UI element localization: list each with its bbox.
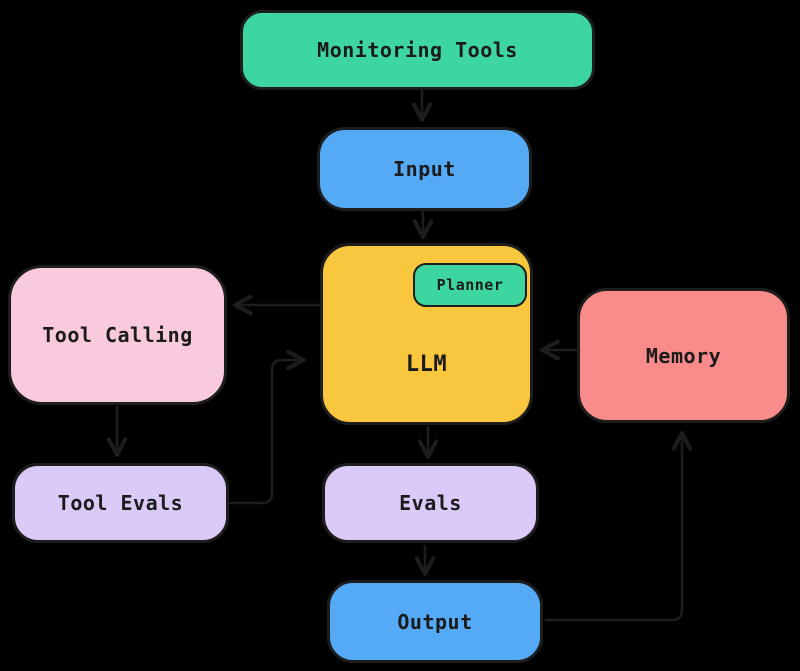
node-output-label: Output [397,609,473,634]
node-tool-evals-label: Tool Evals [57,491,184,515]
node-memory-label: Memory [645,343,722,368]
edge-output-to-memory [544,431,693,622]
node-planner: Planner [413,263,527,307]
node-memory: Memory [577,288,790,423]
node-input: Input [317,127,532,211]
node-evals: Evals [322,463,539,543]
node-monitoring-tools-label: Monitoring Tools [317,38,518,62]
node-llm-label: LLM [405,351,448,377]
node-evals-label: Evals [399,491,462,515]
node-llm: Planner LLM [320,243,533,425]
edge-tool-evals-to-llm [228,349,306,505]
node-input-label: Input [393,157,456,181]
node-planner-label: Planner [436,276,504,294]
node-monitoring-tools: Monitoring Tools [240,10,595,90]
node-tool-calling-label: Tool Calling [42,323,193,347]
node-tool-evals: Tool Evals [12,463,229,543]
node-output: Output [327,580,543,663]
node-tool-calling: Tool Calling [8,265,227,405]
